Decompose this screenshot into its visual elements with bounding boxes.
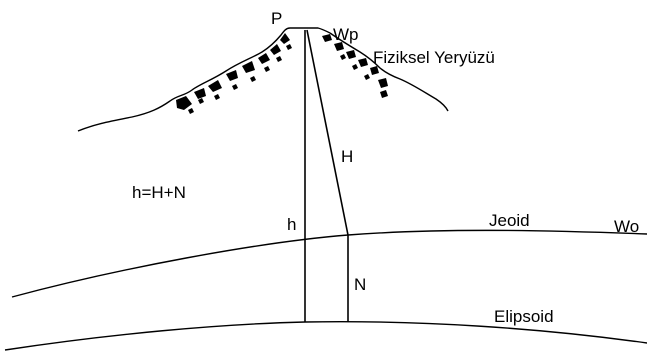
mountain-right-slope <box>329 32 449 112</box>
rock-texture-left <box>176 33 292 114</box>
ellipsoidal-height-label: h <box>287 215 296 234</box>
wp-label: Wp <box>333 25 359 44</box>
point-p-label: P <box>271 9 282 28</box>
physical-surface-label: Fiziksel Yeryüzü <box>373 48 495 67</box>
mountain-peak <box>290 27 331 34</box>
geoid-undulation-label: N <box>354 275 366 294</box>
physical-surface-mountain <box>77 27 449 132</box>
wo-label: Wo <box>614 217 639 236</box>
geoid-label: Jeoid <box>489 211 530 230</box>
geoid-curve <box>11 229 647 298</box>
mountain-left-slope <box>77 27 291 132</box>
ellipsoid-label: Elipsoid <box>494 307 554 326</box>
orthometric-height-label: H <box>341 147 353 166</box>
rock-texture-right <box>322 34 388 98</box>
orthometric-height-line <box>306 29 349 236</box>
formula-label: h=H+N <box>132 183 186 202</box>
